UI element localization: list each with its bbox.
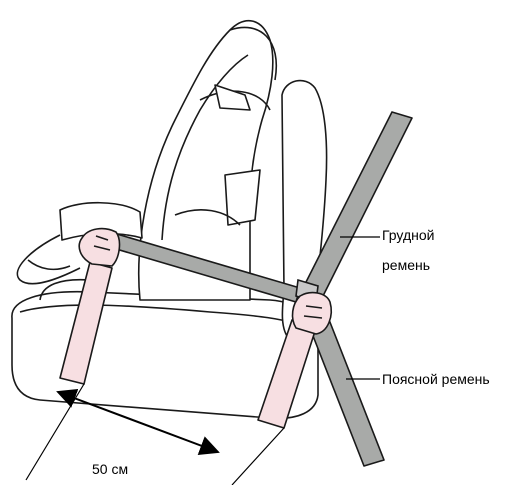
lap-belt-label: Поясной ремень (382, 371, 490, 387)
distance-label: 50 см (92, 461, 128, 477)
chest-belt-label-line1: Грудной (382, 227, 434, 243)
chest-belt-label-line2: ремень (382, 257, 430, 273)
label-leaders (340, 237, 380, 379)
